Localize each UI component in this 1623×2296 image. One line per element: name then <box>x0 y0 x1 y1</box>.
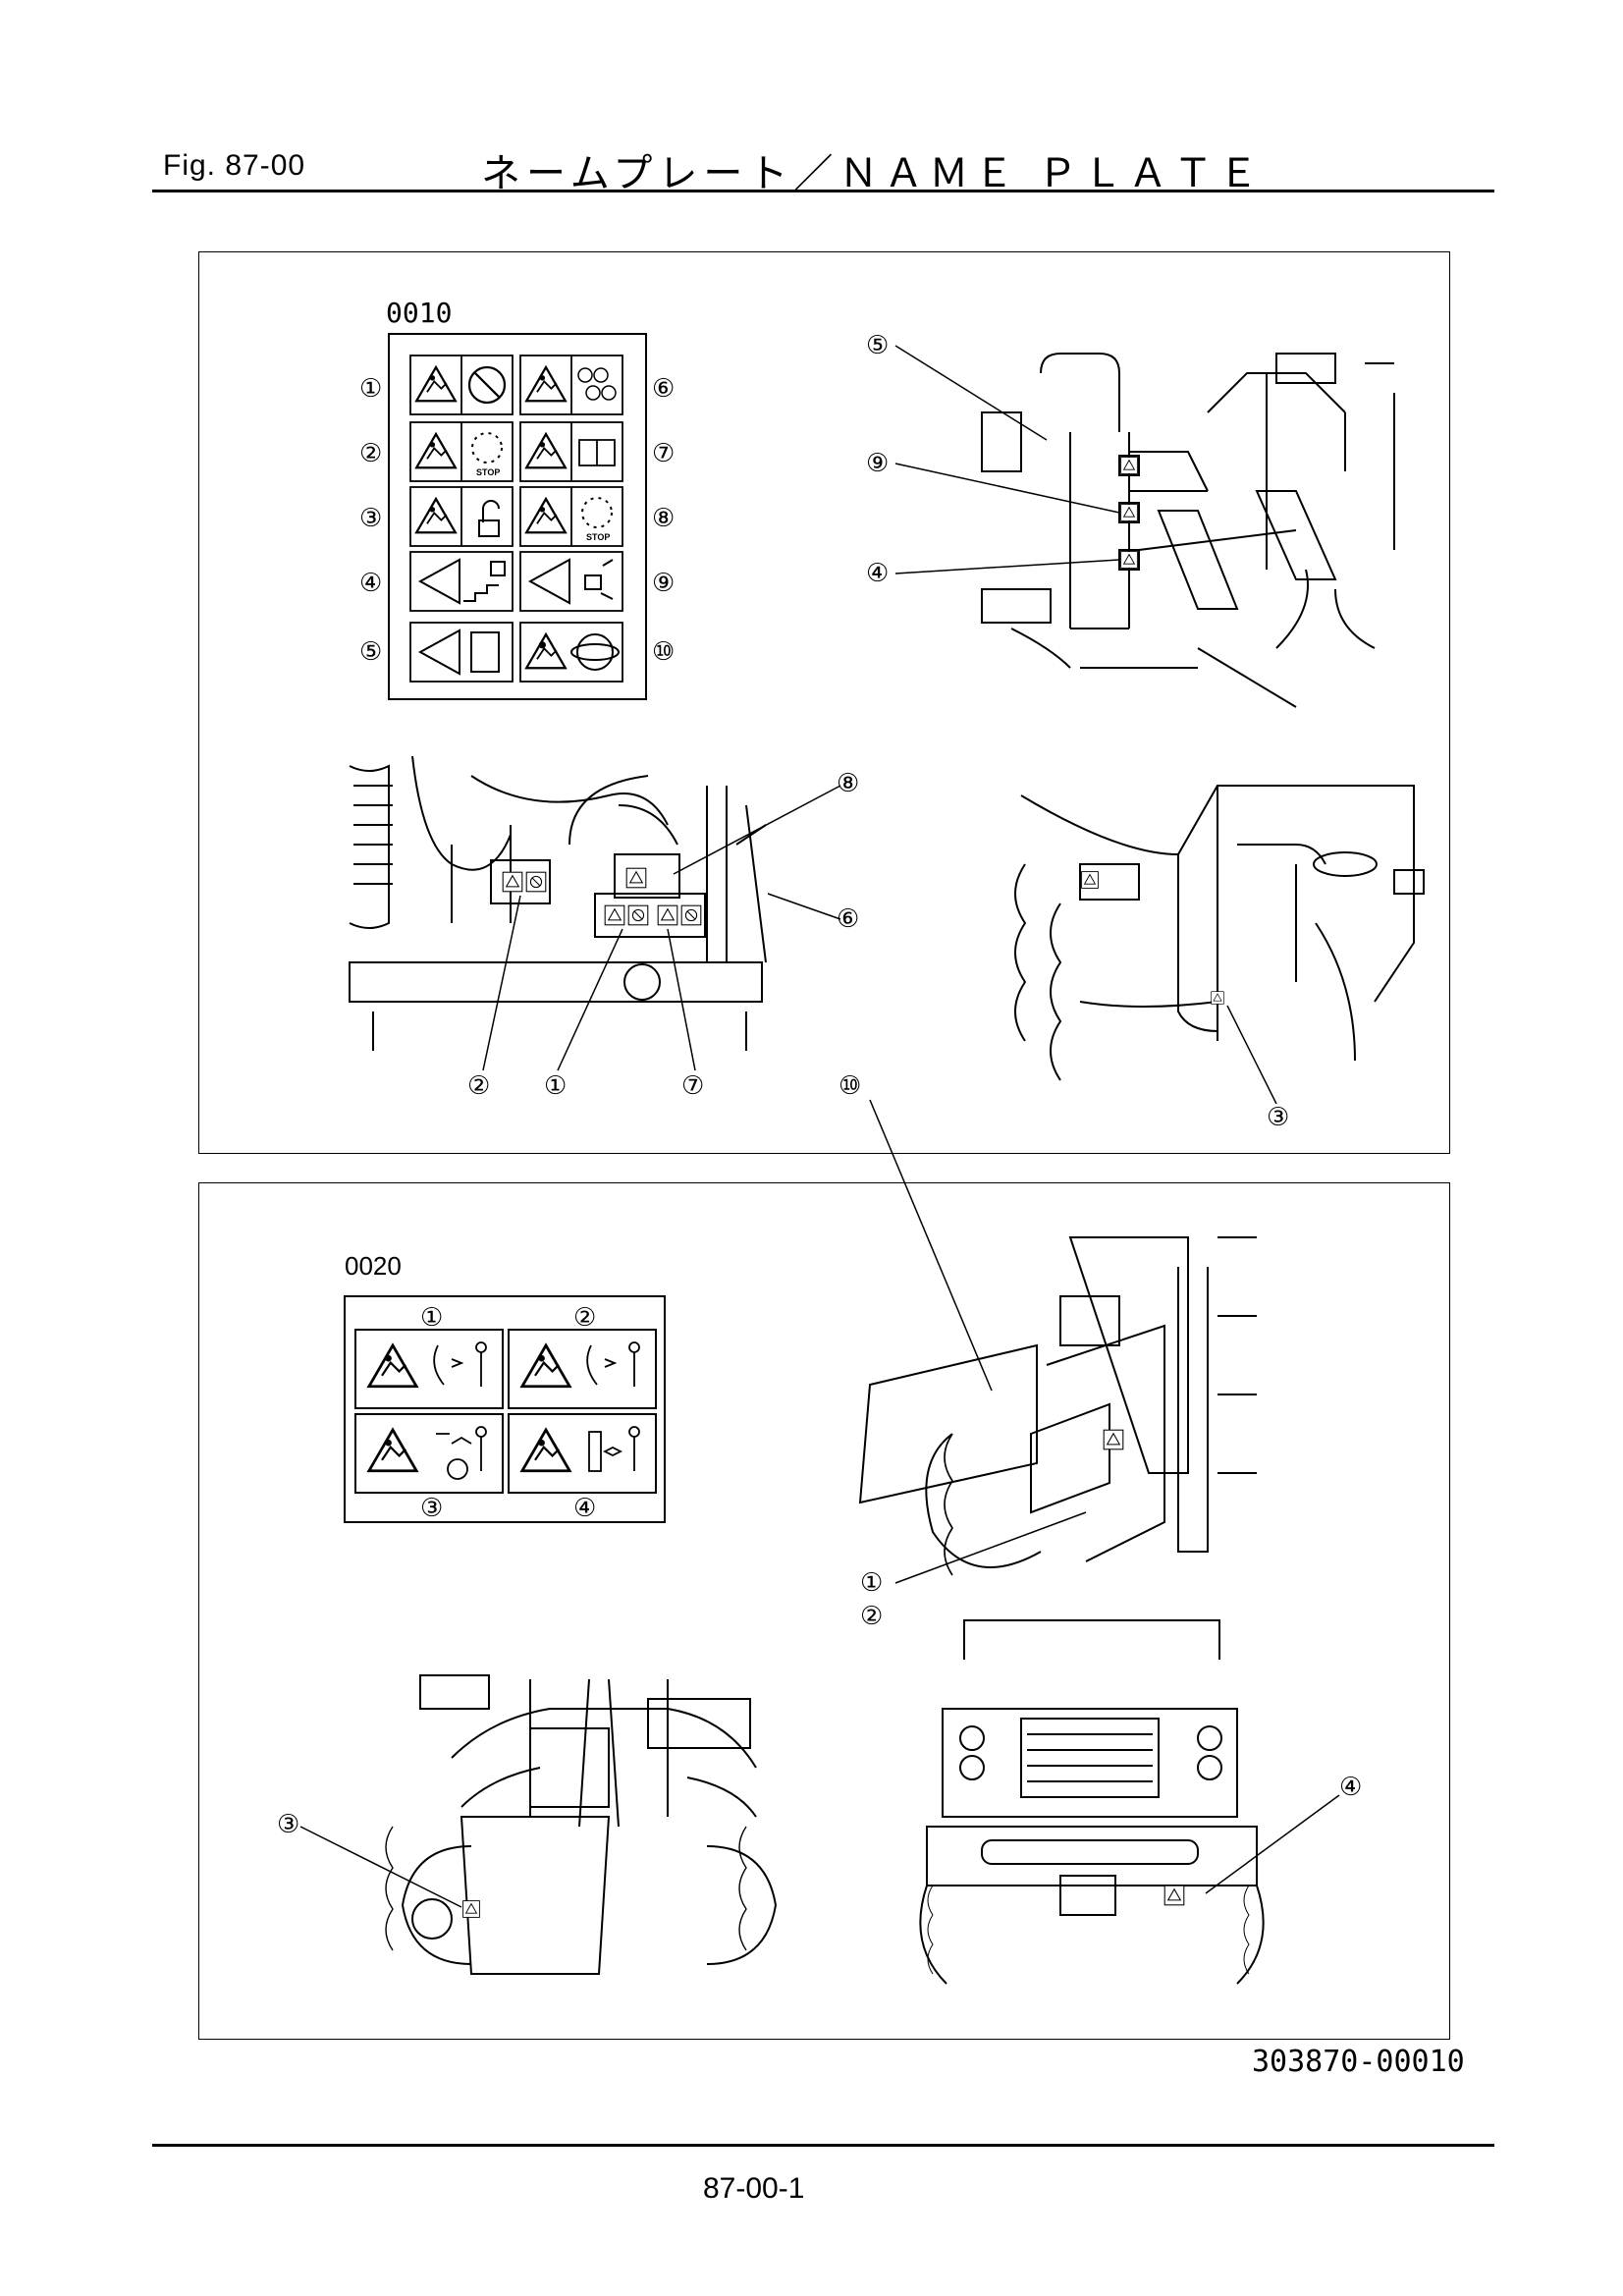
loader-callouts: ① ② <box>860 1568 883 1631</box>
dashboard-leaders <box>894 345 1120 574</box>
svg-text:⑤: ⑤ <box>866 331 889 360</box>
page-number: 87-00-1 <box>703 2172 805 2205</box>
svg-text:①: ① <box>420 1303 443 1333</box>
svg-text:①: ① <box>860 1568 883 1598</box>
svg-text:③: ③ <box>359 504 382 533</box>
loader-arm-view <box>858 1236 1257 1576</box>
svg-text:④: ④ <box>359 569 382 598</box>
engine-bay-callouts: ⑧ ⑥ ② ① ⑦ <box>467 769 859 1101</box>
svg-text:④: ④ <box>866 559 889 588</box>
drawing-number: 303870-00010 <box>1252 2045 1465 2079</box>
svg-text:②: ② <box>573 1303 596 1333</box>
svg-text:⑤: ⑤ <box>359 637 382 667</box>
svg-text:⑨: ⑨ <box>866 449 889 478</box>
svg-text:②: ② <box>359 439 382 468</box>
decal-sheet-0010-labels: ① ② ③ ④ ⑤ ⑥ ⑦ ⑧ ⑨ ⑩ <box>359 374 675 667</box>
svg-text:①: ① <box>359 374 382 404</box>
fender-leader <box>1226 1005 1277 1105</box>
front-view <box>919 1619 1265 1985</box>
front-left-leader <box>299 1826 462 1908</box>
loader-leader <box>894 1511 1087 1584</box>
footer-divider <box>152 2144 1494 2147</box>
dashboard-callouts: ⑤ ⑨ ④ <box>866 331 889 588</box>
fender-view <box>1014 785 1425 1081</box>
svg-text:③: ③ <box>420 1494 443 1523</box>
svg-text:②: ② <box>467 1071 490 1101</box>
svg-text:⑥: ⑥ <box>652 374 675 404</box>
svg-text:⑧: ⑧ <box>837 769 859 798</box>
engine-bay-view <box>349 755 767 1051</box>
figure-label: Fig. 87-00 <box>163 149 306 182</box>
fender-callout: ③ <box>1267 1103 1289 1132</box>
dashboard-view <box>981 353 1395 708</box>
svg-text:②: ② <box>860 1602 883 1631</box>
engine-bay-leaders <box>482 785 841 1071</box>
svg-text:⑥: ⑥ <box>837 904 859 934</box>
front-callout: ④ <box>1339 1773 1362 1802</box>
part-code-0010: 0010 <box>386 297 453 329</box>
decal-sheet-0020 <box>344 1295 666 1523</box>
decal-sheet-0010: STOP STOP <box>388 333 647 700</box>
svg-text:STOP: STOP <box>586 532 610 542</box>
svg-text:①: ① <box>544 1071 567 1101</box>
front-left-callout: ③ <box>277 1810 299 1839</box>
front-leader <box>1205 1794 1340 1894</box>
link-callout: ⑩ <box>839 1071 861 1101</box>
part-code-0020: 0020 <box>345 1251 402 1281</box>
front-left-view <box>385 1674 778 1975</box>
link-leader <box>869 1099 993 1392</box>
svg-text:⑦: ⑦ <box>652 439 675 468</box>
panel-top-0010 <box>198 251 1450 1154</box>
decal-sheet-0020-labels: ① ② ③ ④ <box>420 1303 596 1523</box>
svg-text:⑩: ⑩ <box>652 637 675 667</box>
svg-text:⑨: ⑨ <box>652 569 675 598</box>
svg-text:⑦: ⑦ <box>681 1071 704 1101</box>
svg-text:④: ④ <box>573 1494 596 1523</box>
header-divider <box>152 190 1494 192</box>
panel-bottom-0020 <box>198 1182 1450 2040</box>
svg-text:STOP: STOP <box>476 467 500 477</box>
svg-text:⑧: ⑧ <box>652 504 675 533</box>
page-title: ネームプレート／ＮＡＭＥ ＰＬＡＴＥ <box>481 151 1265 196</box>
